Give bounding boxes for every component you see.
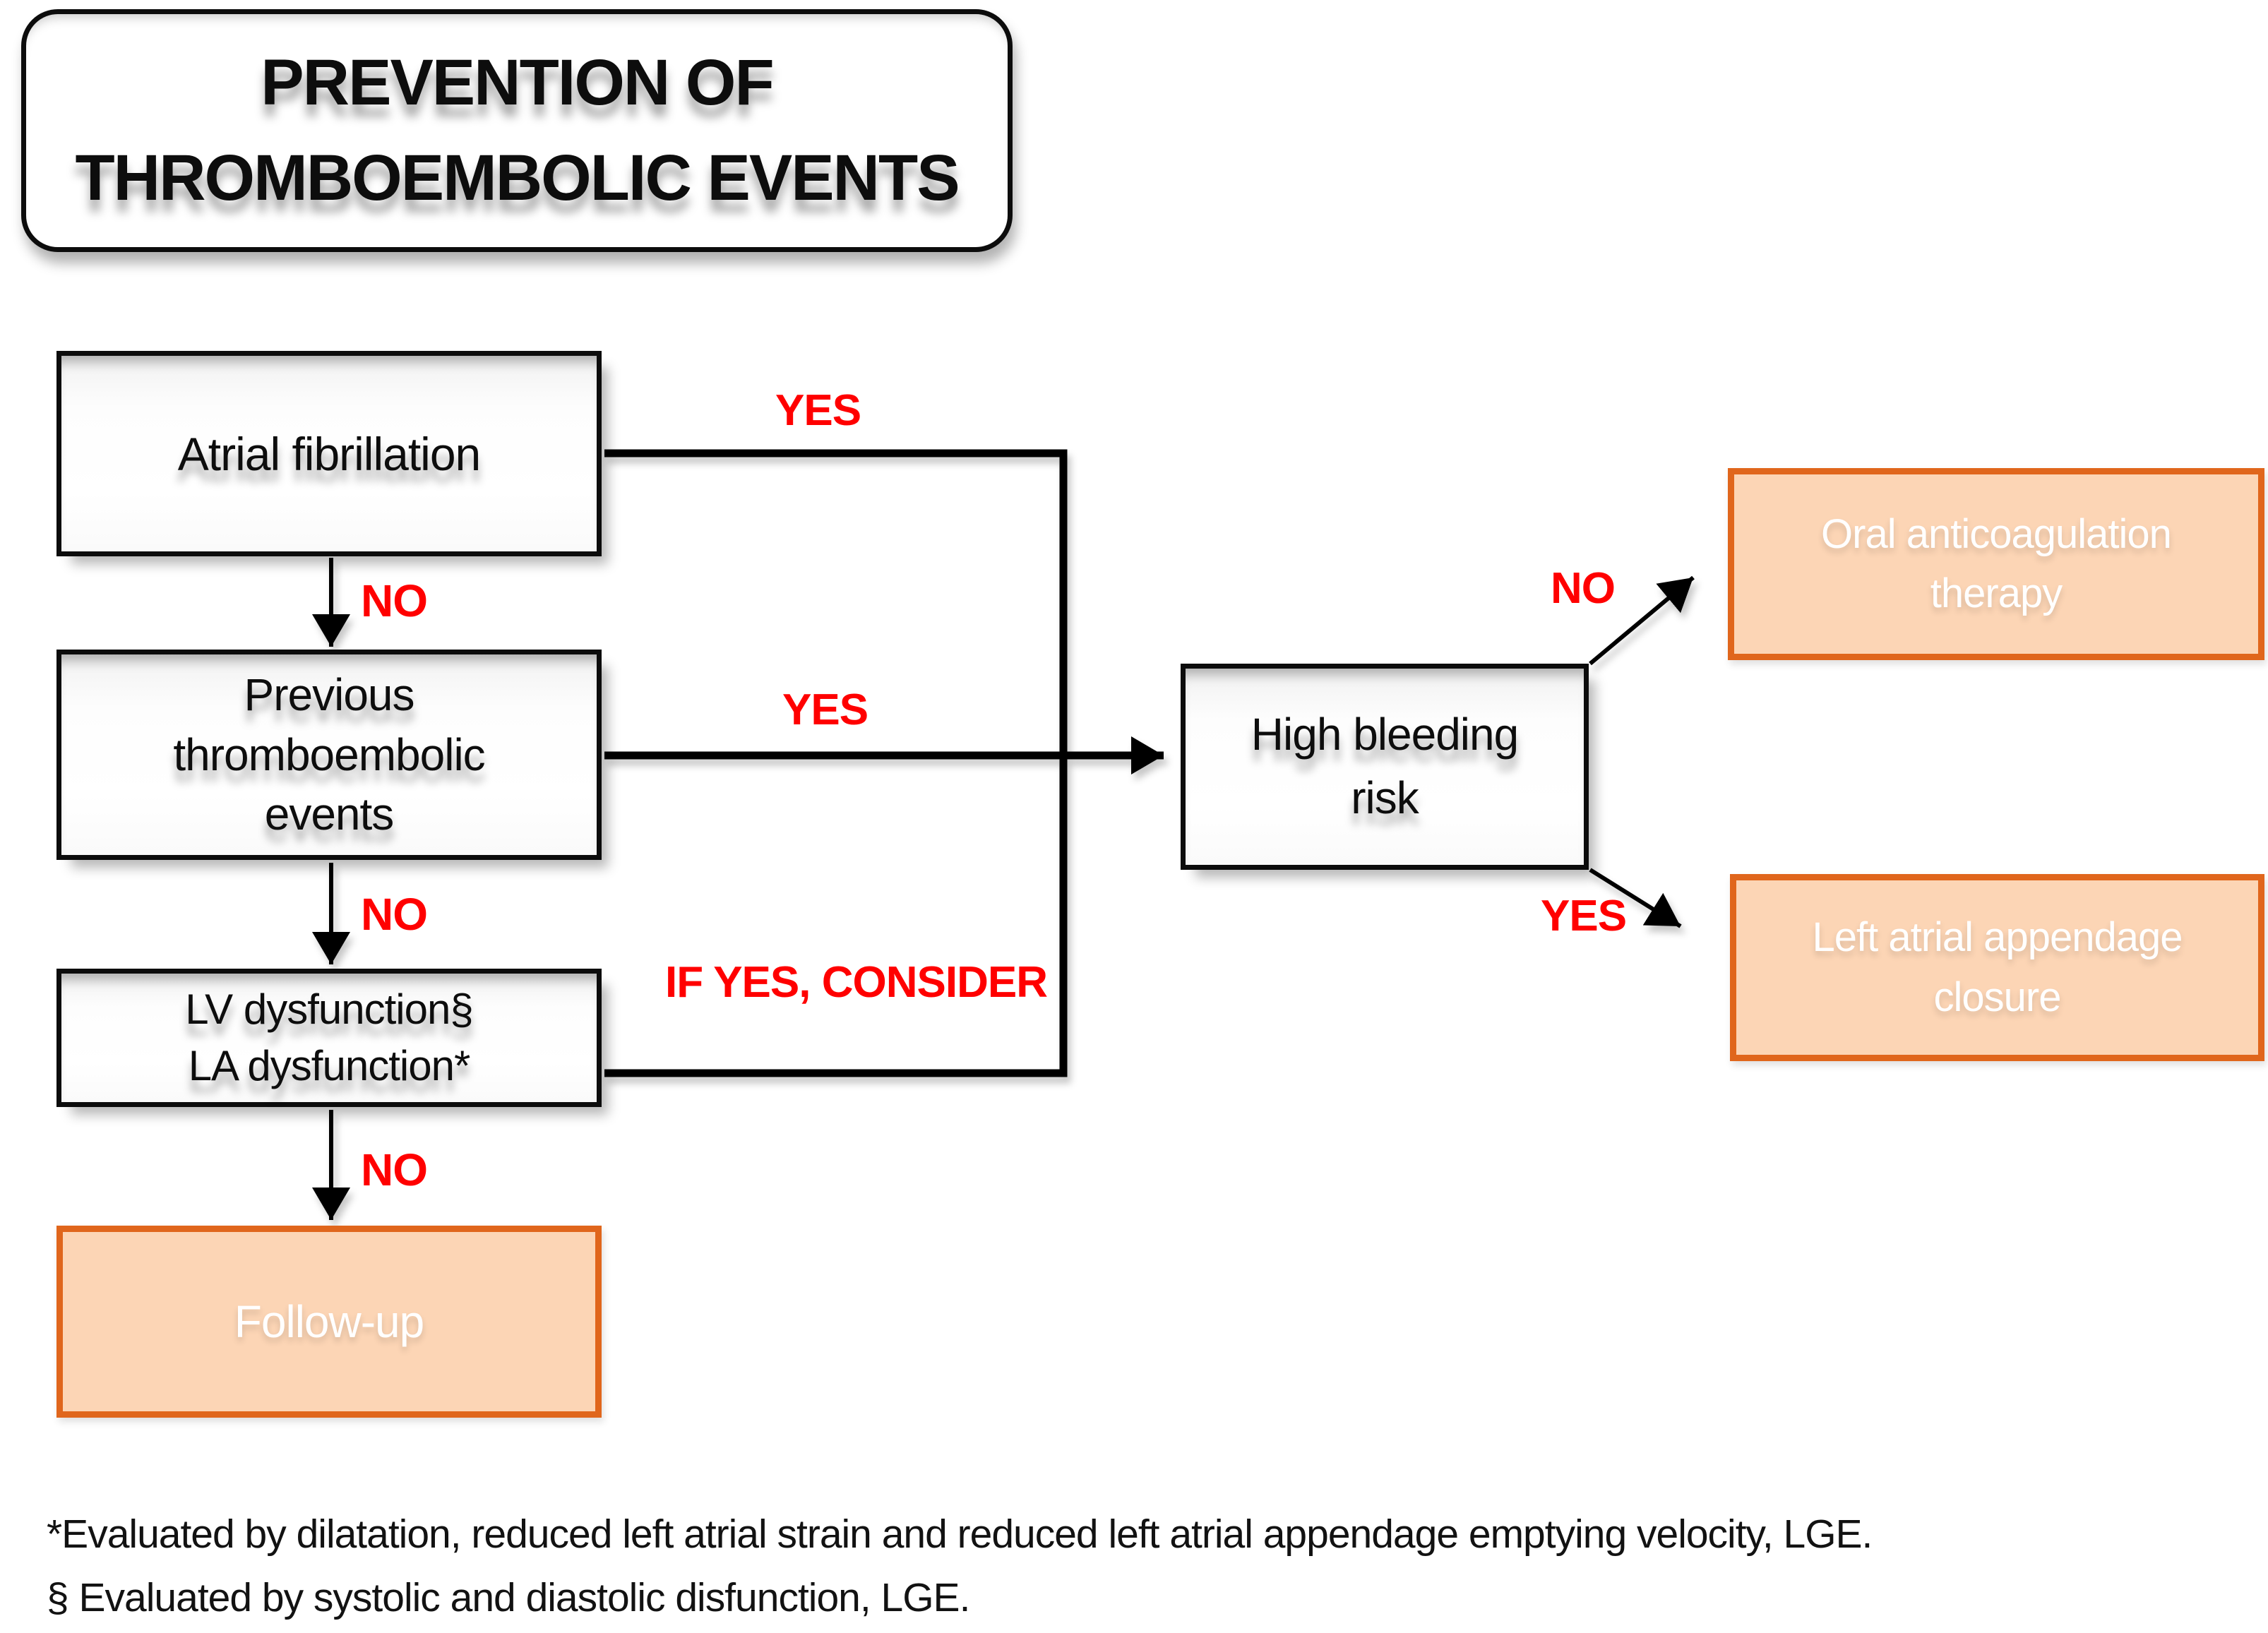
node-oral-anticoagulation-therapy: Oral anticoagulation therapy <box>1728 468 2264 660</box>
edge-label-af-no: NO <box>361 575 428 626</box>
edge-label-pte-yes: YES <box>782 686 869 734</box>
footnote-asterisk: *Evaluated by dilatation, reduced left a… <box>47 1512 1873 1557</box>
node-oral-anticoagulation-therapy-label: Oral anticoagulation therapy <box>1821 510 2172 616</box>
node-lv-la-dysfunction: LV dysfunction§ LA dysfunction* <box>56 969 602 1107</box>
node-atrial-fibrillation: Atrial fibrillation <box>56 351 602 556</box>
edge-label-lv-no: NO <box>361 1144 428 1195</box>
node-follow-up-label: Follow-up <box>234 1296 424 1347</box>
node-left-atrial-appendage-closure: Left atrial appendage closure <box>1730 874 2264 1061</box>
node-atrial-fibrillation-label: Atrial fibrillation <box>177 427 481 480</box>
node-high-bleeding-risk-label: High bleeding risk <box>1251 709 1519 823</box>
edge-label-hbr-yes: YES <box>1541 892 1627 940</box>
edge-label-hbr-no: NO <box>1551 564 1616 613</box>
footnote-section: § Evaluated by systolic and diastolic di… <box>47 1575 970 1620</box>
node-previous-thromboembolic-events: Previous thromboembolic events <box>56 650 602 860</box>
node-left-atrial-appendage-closure-label: Left atrial appendage closure <box>1812 914 2183 1020</box>
node-previous-thromboembolic-events-label: Previous thromboembolic events <box>173 669 485 840</box>
title-text: PREVENTION OF THROMBOEMBOLIC EVENTS <box>75 46 960 214</box>
node-follow-up: Follow-up <box>56 1226 602 1418</box>
edge-label-if-yes-consider: IF YES, CONSIDER <box>665 958 1048 1007</box>
edge-label-af-yes: YES <box>775 386 861 435</box>
edge-hbr-yes-arrow <box>1589 868 1682 928</box>
node-lv-la-dysfunction-label: LV dysfunction§ LA dysfunction* <box>185 985 473 1089</box>
edge-label-pte-no: NO <box>361 889 428 940</box>
edge-yes-elbow-path <box>604 449 1068 1077</box>
node-high-bleeding-risk: High bleeding risk <box>1181 664 1589 870</box>
edge-hbr-no-arrow <box>1589 575 1695 666</box>
title-box: PREVENTION OF THROMBOEMBOLIC EVENTS <box>21 9 1013 252</box>
